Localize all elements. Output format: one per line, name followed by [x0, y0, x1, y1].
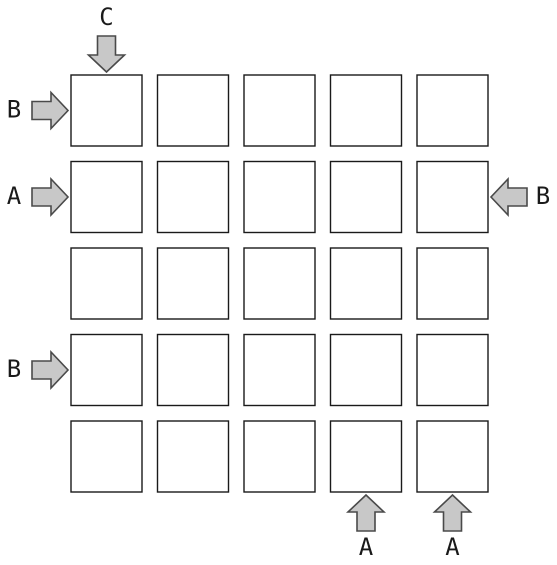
clue-label: A	[359, 533, 374, 561]
clue-label: B	[7, 355, 21, 383]
grid-cell-r1-c3[interactable]	[243, 74, 316, 147]
grid-cell-r2-c5[interactable]	[416, 160, 489, 234]
clue-label: A	[7, 182, 22, 210]
clue-right-2: B	[489, 176, 550, 218]
clue-label: B	[7, 96, 21, 124]
grid-cell-r1-c5[interactable]	[416, 74, 489, 147]
grid-cell-r3-c4[interactable]	[329, 247, 403, 320]
grid-cell-r2-c4[interactable]	[329, 160, 403, 234]
grid-cell-r2-c1[interactable]	[70, 160, 143, 234]
clue-bottom-4: A	[345, 493, 387, 561]
grid-cell-r5-c4[interactable]	[329, 420, 403, 493]
grid-cell-r4-c2[interactable]	[156, 333, 230, 407]
clue-left-4: B	[7, 349, 70, 391]
down-arrow-icon	[86, 35, 127, 74]
grid-cell-r5-c5[interactable]	[416, 420, 489, 493]
up-arrow-icon	[432, 493, 473, 532]
grid-cell-r1-c2[interactable]	[156, 74, 230, 147]
grid-cell-r5-c1[interactable]	[70, 420, 143, 493]
grid-cell-r3-c5[interactable]	[416, 247, 489, 320]
clue-markers: C B A B B A A	[7, 3, 550, 561]
grid-cell-r4-c5[interactable]	[416, 333, 489, 407]
grid-cell-r1-c4[interactable]	[329, 74, 403, 147]
clue-top-1: C	[86, 3, 127, 74]
clue-left-2: A	[7, 176, 70, 218]
puzzle-grid	[70, 74, 489, 493]
grid-cell-r5-c3[interactable]	[243, 420, 316, 493]
grid-cell-r3-c3[interactable]	[243, 247, 316, 320]
clue-label: C	[99, 3, 113, 31]
grid-cell-r2-c3[interactable]	[243, 160, 316, 234]
grid-cell-r3-c1[interactable]	[70, 247, 143, 320]
grid-cell-r2-c2[interactable]	[156, 160, 230, 234]
clue-bottom-5: A	[432, 493, 473, 561]
grid-cell-r4-c3[interactable]	[243, 333, 316, 407]
grid-cell-r5-c2[interactable]	[156, 420, 230, 493]
up-arrow-icon	[345, 493, 387, 532]
left-arrow-icon	[489, 176, 528, 218]
grid-cell-r1-c1[interactable]	[70, 74, 143, 147]
grid-cell-r4-c4[interactable]	[329, 333, 403, 407]
clue-left-1: B	[7, 90, 70, 131]
clue-label: B	[536, 182, 550, 210]
right-arrow-icon	[31, 349, 70, 391]
grid-cell-r4-c1[interactable]	[70, 333, 143, 407]
grid-cell-r3-c2[interactable]	[156, 247, 230, 320]
right-arrow-icon	[31, 176, 70, 218]
clue-label: A	[445, 533, 460, 561]
right-arrow-icon	[31, 90, 70, 131]
